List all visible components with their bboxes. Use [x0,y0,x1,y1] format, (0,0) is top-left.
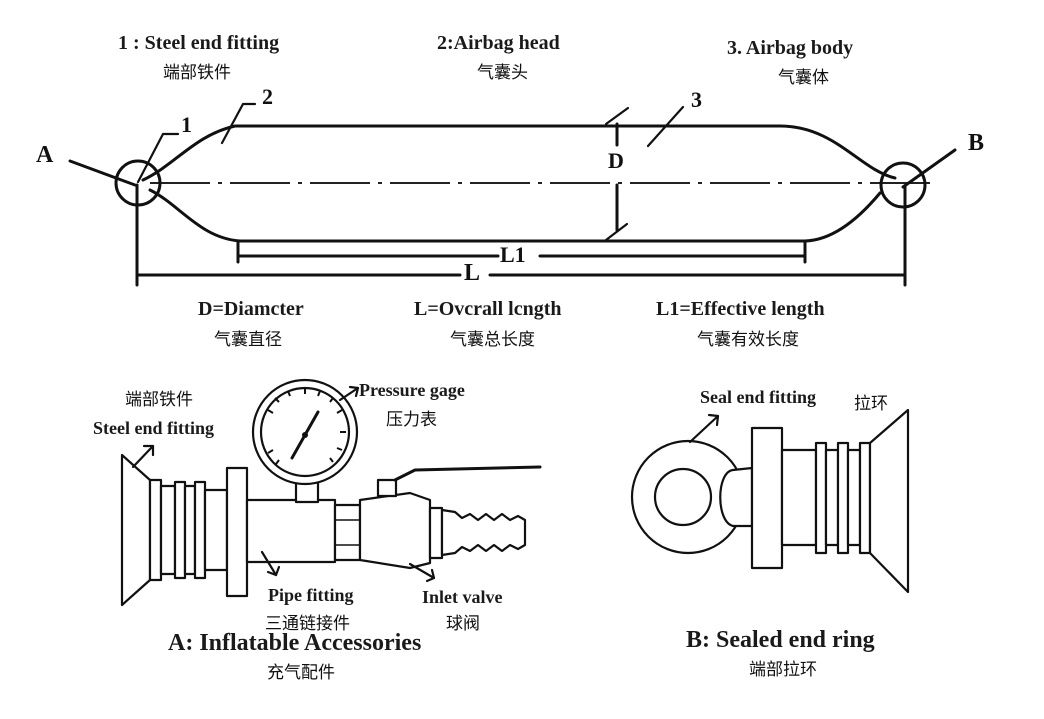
ball-joint [719,466,754,528]
leader-3 [646,105,685,148]
neck [203,488,229,572]
label-airbag-body-zh: 气囊体 [778,68,829,88]
arrow-pressure-gage [338,385,360,402]
acc-pressure-gage-zh: 压力表 [386,410,437,430]
marker-d: D [608,148,624,173]
ring-4 [183,484,197,576]
seal-flange [750,426,784,570]
gauge-pivot [302,432,308,438]
seal-neck [780,448,818,547]
flange [225,466,249,598]
marker-1: 1 [181,112,192,137]
leader-1 [136,132,180,184]
caption-inflatable-accessories-zh: 充气配件 [267,663,335,683]
caption-sealed-end-ring: B: Sealed end ring [686,627,875,653]
acc-inlet-valve: Inlet valve [422,587,503,607]
acc-pipe-fitting: Pipe fitting [268,585,354,605]
inlet-valve-body [358,491,432,570]
seal-ring-2 [836,441,850,555]
arrow-pipe-fitting [260,550,281,577]
ring-5 [193,480,207,580]
seal-ring-gap-2 [846,448,862,547]
ring-1 [148,478,163,582]
legend-overall-length-zh: 气囊总长度 [450,330,535,350]
acc-steel-end-fitting-zh: 端部铁件 [125,390,193,410]
marker-a: A [36,142,54,168]
label-airbag-head: 2:Airbag head [437,32,560,54]
caption-inflatable-accessories: A: Inflatable Accessories [168,630,422,656]
diameter-tick-bottom [604,222,629,242]
label-airbag-head-zh: 气囊头 [477,63,528,83]
airbag-bottom-edge [148,188,882,243]
valve-stem [376,478,398,498]
seal-ring-3 [858,441,872,555]
leader-b [901,148,957,189]
legend-overall-length: L=Ovcrall lcngth [414,298,562,320]
acc-pressure-gage: Pressure gage [359,380,465,400]
diameter-tick-top [604,106,630,126]
marker-2: 2 [262,84,273,109]
airbag-top-edge [141,124,897,182]
pull-ring-inner [653,467,713,527]
arrow-inlet-valve [408,562,436,583]
label-steel-end-fitting: 1 : Steel end fitting [118,32,280,54]
sealed-end-ring-drawing [630,408,910,594]
gauge-ticks [267,388,346,465]
marker-3: 3 [691,87,702,112]
seal-ring-1 [814,441,828,555]
label-steel-end-fitting-zh: 端部铁件 [163,63,231,83]
acc-steel-end-fitting: Steel end fitting [93,418,214,438]
ring-3 [173,480,187,580]
legend-effective-length-zh: 气囊有效长度 [697,330,799,350]
end-fitting-b-circle [879,161,927,209]
seal-end-cup [868,408,910,594]
marker-l: L [464,260,481,286]
airbag-outline [68,102,957,287]
seal-end-fitting-zh: 拉环 [854,394,888,414]
marker-l1: L1 [500,242,526,267]
leader-2 [220,102,257,145]
seal-end-fitting: Seal end fitting [700,387,817,407]
acc-pipe-fitting-zh: 三通链接件 [265,614,350,634]
steel-end-cup [120,453,152,607]
ring-2 [159,484,177,576]
arrow-seal-end-fitting [688,413,720,444]
hose-connector [428,506,444,560]
label-airbag-body: 3. Airbag body [727,37,854,59]
legend-diameter: D=Diamcter [198,298,304,320]
leader-a [68,159,137,187]
legend-effective-length: L1=Effective length [656,298,825,320]
caption-sealed-end-ring-zh: 端部拉环 [749,660,817,680]
acc-inlet-valve-zh: 球阀 [446,614,480,634]
coupling-nut [333,503,362,562]
inflatable-accessories-drawing [120,378,542,607]
pipe-fitting [245,498,337,564]
arrow-steel-end [131,444,155,469]
legend-diameter-zh: 气囊直径 [214,330,282,350]
valve-handle [393,465,542,482]
marker-b: B [968,130,985,156]
seal-ring-gap-1 [824,448,840,547]
hose-barb [440,508,527,557]
